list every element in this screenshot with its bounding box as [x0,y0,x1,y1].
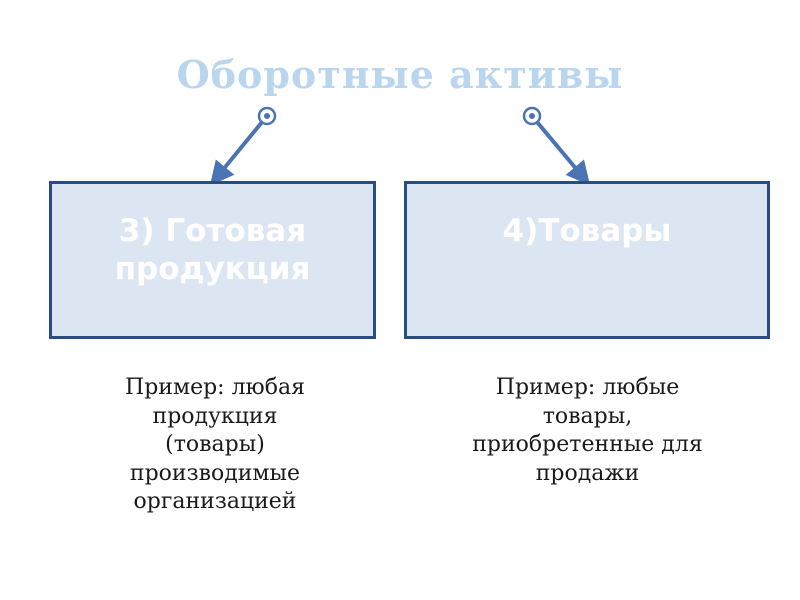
box-goods-label: 4)Товары [502,213,672,249]
box-finished-products: 3) Готовая продукция [49,181,376,339]
box-finished-products-label: 3) Готовая продукция [114,213,311,287]
connector-right-line [530,114,591,186]
connector-right [522,106,591,186]
note-goods: Пример: любые товары, приобретенные для … [472,375,703,486]
connector-left [209,106,277,186]
connector-left-handle-dot [264,113,270,119]
connector-left-line [209,114,269,186]
diagram-title: Оборотные активы [176,52,624,97]
note-finished-products: Пример: любая продукция (товары) произво… [125,375,305,514]
connector-right-handle-dot [529,113,535,119]
box-goods: 4)Товары [404,181,770,339]
